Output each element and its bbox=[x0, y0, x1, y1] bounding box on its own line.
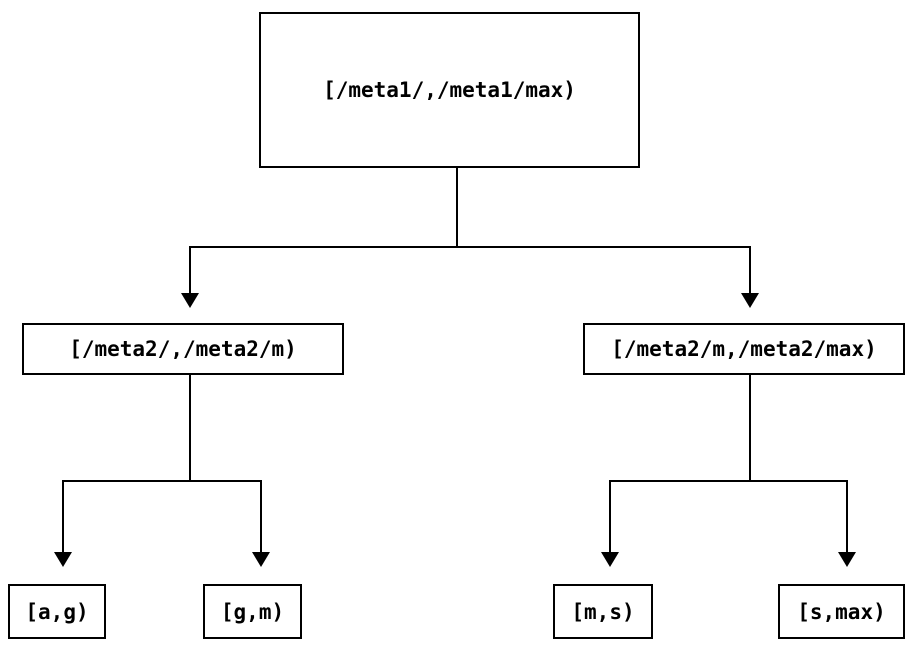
arrowhead-leaf-smax bbox=[838, 552, 856, 567]
tree-node-right-mid-label: [/meta2/m,/meta2/max) bbox=[611, 337, 877, 361]
tree-node-right-mid: [/meta2/m,/meta2/max) bbox=[583, 323, 905, 375]
tree-node-leaf-smax-label: [s,max) bbox=[797, 599, 886, 624]
tree-node-leaf-smax: [s,max) bbox=[778, 584, 905, 639]
tree-node-root: [/meta1/,/meta1/max) bbox=[259, 12, 640, 168]
tree-node-left-mid-label: [/meta2/,/meta2/m) bbox=[69, 337, 297, 361]
arrowhead-leaf-ag bbox=[54, 552, 72, 567]
tree-node-leaf-gm-label: [g,m) bbox=[220, 599, 285, 624]
tree-node-leaf-ms: [m,s) bbox=[553, 584, 653, 639]
arrowhead-right-mid bbox=[741, 293, 759, 308]
tree-node-root-label: [/meta1/,/meta1/max) bbox=[323, 78, 576, 102]
arrowhead-leaf-gm bbox=[252, 552, 270, 567]
edge-root-to-left bbox=[181, 246, 199, 308]
arrowhead-leaf-ms bbox=[601, 552, 619, 567]
edge-left-to-leaf-gm bbox=[252, 480, 270, 567]
edge-right-to-leaf-smax bbox=[838, 480, 856, 567]
arrowhead-left-mid bbox=[181, 293, 199, 308]
tree-node-left-mid: [/meta2/,/meta2/m) bbox=[22, 323, 344, 375]
tree-node-leaf-ms-label: [m,s) bbox=[571, 599, 635, 624]
edge-right-to-leaf-ms bbox=[601, 480, 619, 567]
tree-node-leaf-ag-label: [a,g) bbox=[25, 599, 89, 624]
tree-node-leaf-gm: [g,m) bbox=[203, 584, 302, 639]
tree-node-leaf-ag: [a,g) bbox=[8, 584, 106, 639]
edge-root-to-right bbox=[741, 246, 759, 308]
edge-left-to-leaf-ag bbox=[54, 480, 72, 567]
